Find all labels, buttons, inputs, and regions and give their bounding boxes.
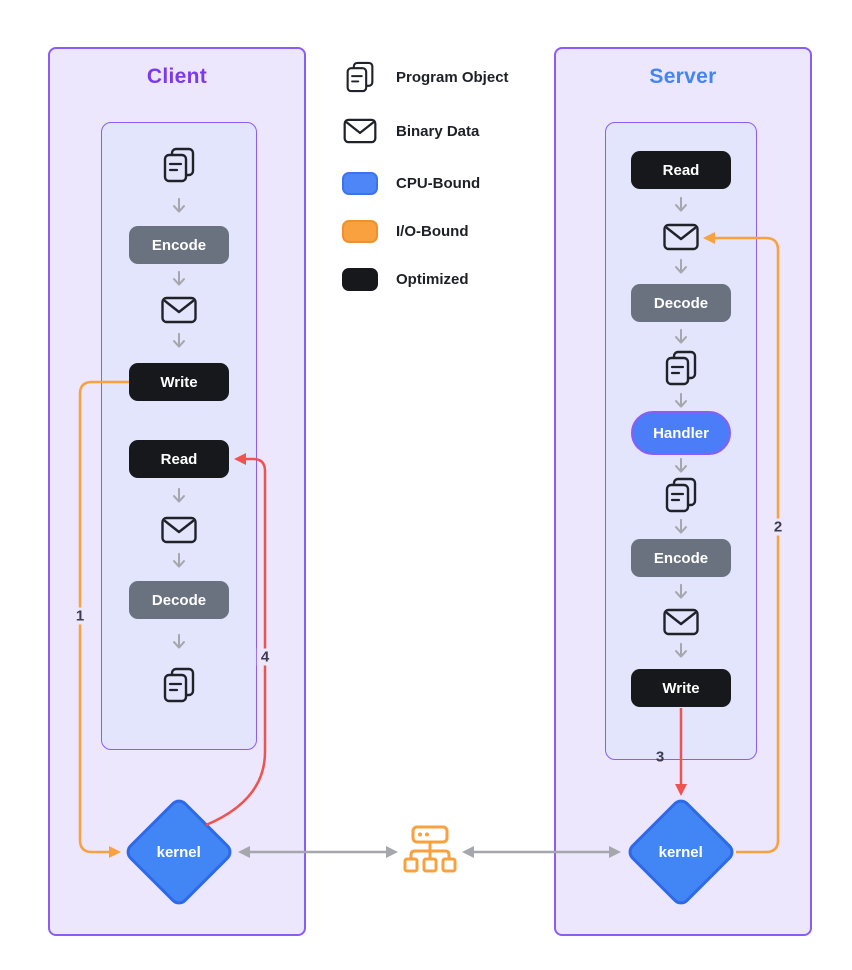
client-read-step: Read (129, 440, 229, 478)
server-kernel-label: kernel (658, 843, 704, 861)
server-read-step: Read (631, 151, 731, 189)
client-encode-step: Encode (129, 226, 229, 264)
binary-data-icon (161, 516, 197, 544)
down-arrow-icon (673, 518, 689, 538)
down-arrow-icon (171, 270, 187, 290)
legend-label: I/O-Bound (396, 222, 469, 240)
down-arrow-icon (673, 583, 689, 603)
program-object-icon (664, 350, 698, 386)
binary-data-icon (663, 608, 699, 636)
network-hub-icon (402, 825, 458, 877)
binary-data-icon (663, 223, 699, 251)
client-kernel-label: kernel (156, 843, 202, 861)
program-object-icon (162, 147, 196, 183)
down-arrow-icon (171, 552, 187, 572)
legend-item-binary-data: Binary Data (340, 114, 479, 148)
down-arrow-icon (673, 392, 689, 412)
server-panel-title: Server (649, 65, 717, 88)
server-handler-step: Handler (631, 411, 731, 455)
server-decode-step: Decode (631, 284, 731, 322)
legend-item-io-bound: I/O-Bound (340, 214, 468, 248)
down-arrow-icon (171, 197, 187, 217)
step-number-4: 4 (256, 648, 274, 666)
binary-data-icon (161, 296, 197, 324)
legend-label: CPU-Bound (396, 174, 481, 192)
legend-label: Optimized (396, 270, 469, 288)
step-number-3: 3 (655, 748, 665, 766)
legend-item-program-object: Program Object (340, 60, 509, 94)
program-object-icon (345, 61, 375, 93)
program-object-icon (664, 477, 698, 513)
legend-label: Binary Data (396, 122, 480, 140)
down-arrow-icon (171, 633, 187, 653)
server-encode-step: Encode (631, 539, 731, 577)
legend-item-cpu-bound: CPU-Bound (340, 166, 480, 200)
io-bound-swatch (342, 219, 378, 243)
step-number-1: 1 (71, 607, 89, 625)
down-arrow-icon (171, 332, 187, 352)
down-arrow-icon (673, 258, 689, 278)
binary-data-icon (343, 118, 377, 144)
client-panel-title: Client (146, 65, 208, 88)
optimized-swatch (342, 267, 378, 291)
down-arrow-icon (171, 487, 187, 507)
down-arrow-icon (673, 642, 689, 662)
client-decode-step: Decode (129, 581, 229, 619)
legend-label: Program Object (396, 68, 509, 86)
legend-item-optimized: Optimized (340, 262, 469, 296)
down-arrow-icon (673, 196, 689, 216)
program-object-icon (162, 667, 196, 703)
server-write-step: Write (631, 669, 731, 707)
step-number-2: 2 (769, 518, 787, 536)
cpu-bound-swatch (342, 171, 378, 195)
down-arrow-icon (673, 328, 689, 348)
down-arrow-icon (673, 457, 689, 477)
client-write-step: Write (129, 363, 229, 401)
